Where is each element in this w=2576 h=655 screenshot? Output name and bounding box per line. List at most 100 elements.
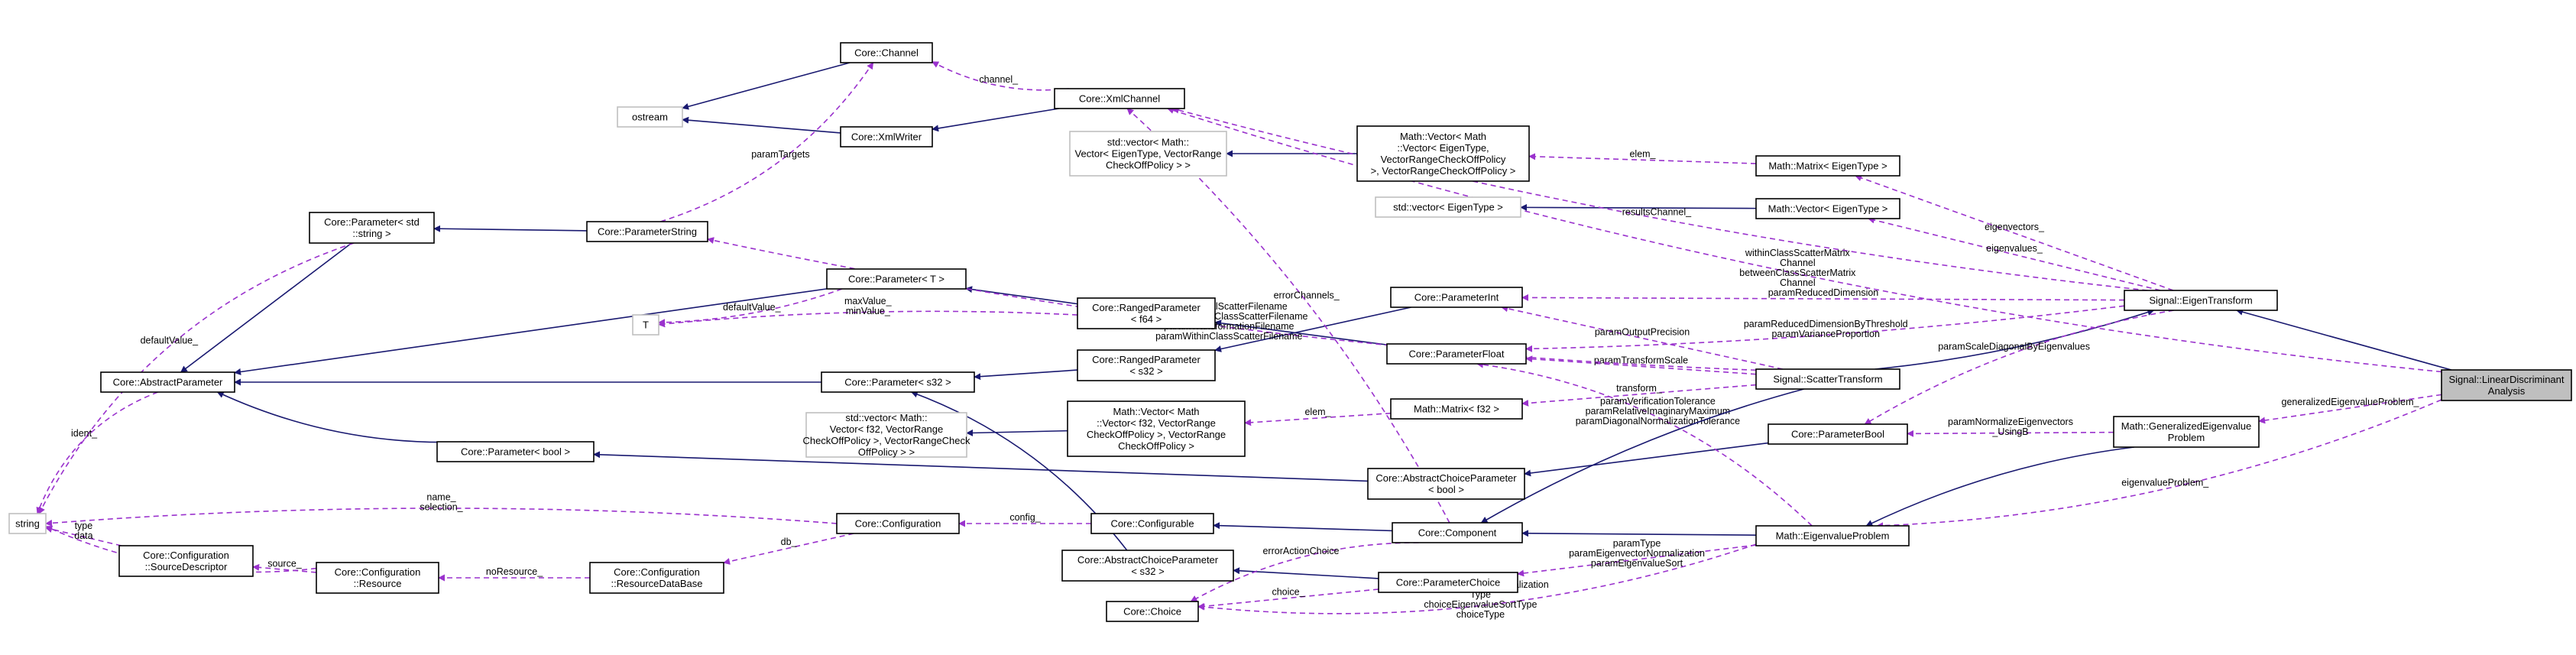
edge-label: config_	[1009, 512, 1041, 523]
class-node-xmlwriter[interactable]: Core::XmlWriter	[840, 126, 933, 148]
usage-edge-eigentransform-mathvec_eig	[1867, 216, 2161, 291]
class-node-box	[586, 221, 708, 242]
class-node-ranged_f64[interactable]: Core::RangedParameter< f64 >	[1077, 297, 1216, 329]
usage-edge-eigentransform-matrix_eig	[1855, 174, 2174, 291]
class-node-box	[1367, 468, 1525, 500]
class-node-matrix_f32[interactable]: Math::Matrix< f32 >	[1390, 398, 1523, 420]
class-node-label: Core::ParameterBool	[1791, 429, 1884, 440]
usage-edge-scattertransform-paramint	[1501, 305, 1784, 370]
class-node-resourcedb[interactable]: Core::Configuration::ResourceDataBase	[589, 562, 724, 594]
class-node-box	[1090, 513, 1214, 534]
class-node-abstractchoice_bool[interactable]: Core::AbstractChoiceParameter< bool >	[1367, 468, 1525, 500]
class-node-box	[1392, 522, 1523, 543]
class-node-resource[interactable]: Core::Configuration::Resource	[316, 562, 439, 594]
class-node-box	[2441, 369, 2572, 401]
class-node-label: OffPolicy > >	[858, 446, 915, 458]
class-node-paramint[interactable]: Core::ParameterInt	[1390, 287, 1523, 308]
class-node-choice[interactable]: Core::Choice	[1106, 601, 1199, 622]
edge-label: transform_	[1616, 383, 1663, 394]
class-node-box	[2113, 416, 2260, 448]
class-node-label: VectorRangeCheckOffPolicy	[1381, 154, 1506, 165]
class-node-label: Core::XmlWriter	[851, 131, 922, 143]
edge-label: resultsChannel_	[1622, 207, 1692, 218]
class-node-paramfloat[interactable]: Core::ParameterFloat	[1386, 343, 1527, 365]
class-node-sourcedesc[interactable]: Core::Configuration::SourceDescriptor	[118, 545, 254, 577]
class-node-label: < s32 >	[1131, 566, 1164, 577]
class-node-label: CheckOffPolicy >, VectorRangeCheck	[802, 435, 970, 446]
class-node-box	[805, 412, 967, 458]
class-node-box	[309, 212, 435, 244]
inheritance-edge-paramchoice-abstractchoice_s32	[1233, 567, 1379, 579]
class-node-box	[1069, 131, 1227, 177]
class-node-mathvec_eig[interactable]: Math::Vector< EigenType >	[1755, 198, 1900, 219]
class-node-eigentransform[interactable]: Signal::EigenTransform	[2124, 290, 2278, 311]
edge-label: noResource_	[486, 566, 543, 577]
edge-label: defaultValue_	[141, 335, 199, 345]
class-node-box	[316, 562, 439, 594]
usage-edge-xmlchannel-channel	[932, 61, 1070, 91]
class-node-label: Core::Parameter< s32 >	[844, 377, 951, 388]
edge-label: paramDiagonalNormalizationTolerance	[1576, 416, 1740, 426]
class-node-label: Core::Configurable	[1110, 518, 1194, 530]
class-node-mathvec_vec[interactable]: Math::Vector< Math::Vector< EigenType,Ve…	[1356, 125, 1530, 182]
usage-edge-paramstring-channel	[660, 62, 874, 222]
edge-label: source_	[267, 558, 303, 569]
edge-label: Channel	[1780, 258, 1816, 268]
class-node-box	[1390, 287, 1523, 308]
class-node-paramstring[interactable]: Core::ParameterString	[586, 221, 708, 242]
edge-label: paramType	[1613, 538, 1661, 549]
edge-label: betweenClassScatterMatrix	[1739, 268, 1856, 278]
class-node-xmlchannel[interactable]: Core::XmlChannel	[1054, 88, 1185, 109]
class-node-label: Core::ParameterString	[598, 226, 697, 238]
class-node-label: Core::XmlChannel	[1079, 93, 1160, 105]
class-node-box	[1386, 343, 1527, 365]
class-node-configurable[interactable]: Core::Configurable	[1090, 513, 1214, 534]
class-node-param_bool[interactable]: Core::Parameter< bool >	[436, 441, 595, 462]
class-node-label: std::vector< Math::	[1107, 137, 1189, 148]
class-node-label: Core::ParameterChoice	[1396, 577, 1501, 589]
class-node-ostream: ostream	[617, 106, 683, 128]
edge-label: errorActionChoice	[1262, 546, 1339, 556]
class-node-paramchoice[interactable]: Core::ParameterChoice	[1378, 572, 1518, 593]
class-node-parambool[interactable]: Core::ParameterBool	[1768, 423, 1908, 445]
edge-label: elem_	[1629, 148, 1656, 159]
class-node-box	[1768, 423, 1908, 445]
class-node-box	[826, 268, 967, 290]
inheritance-edge-scattertransform-eigentransform	[1874, 309, 2155, 370]
class-node-label: Math::Vector< Math	[1113, 406, 1199, 417]
class-node-matrix_eig[interactable]: Math::Matrix< EigenType >	[1755, 155, 1900, 177]
usage-edge-configuration-string	[45, 507, 838, 527]
class-node-label: Core::AbstractParameter	[113, 377, 223, 388]
class-node-label: Core::ParameterFloat	[1409, 349, 1505, 360]
edge-label: paramTargets	[751, 149, 809, 160]
class-node-channel[interactable]: Core::Channel	[840, 42, 933, 63]
inheritance-edge-xmlwriter-ostream	[682, 116, 841, 134]
class-node-configuration[interactable]: Core::Configuration	[836, 513, 960, 534]
class-node-param_s32[interactable]: Core::Parameter< s32 >	[821, 371, 975, 393]
class-node-label: Core::Configuration	[335, 566, 421, 578]
usage-edge-lda-xmlchannel	[1167, 107, 2442, 373]
edge-label: paramVarianceProportion	[1771, 329, 1880, 339]
class-node-abstractparam[interactable]: Core::AbstractParameter	[100, 371, 235, 393]
class-node-param_t[interactable]: Core::Parameter< T >	[826, 268, 967, 290]
class-node-abstractchoice_s32[interactable]: Core::AbstractChoiceParameter< s32 >	[1061, 550, 1234, 582]
edge-label: choiceEigenvalueSortType	[1424, 599, 1537, 610]
class-node-scattertransform[interactable]: Signal::ScatterTransform	[1755, 368, 1900, 390]
class-node-param_string[interactable]: Core::Parameter< std::string >	[309, 212, 435, 244]
edge-label: withinClassScatterMatrix	[1745, 248, 1851, 258]
edge-label: elem_	[1304, 407, 1331, 417]
class-node-mathvec_f32[interactable]: Math::Vector< Math::Vector< f32, VectorR…	[1067, 400, 1246, 457]
usage-edge-lda-eigenproblem	[1876, 399, 2442, 530]
class-node-box	[1375, 196, 1521, 218]
class-node-label: Core::Channel	[854, 47, 919, 59]
class-node-box	[436, 441, 595, 462]
class-node-label: Signal::EigenTransform	[2149, 295, 2252, 306]
class-node-eigenproblem[interactable]: Math::EigenvalueProblem	[1755, 525, 1910, 546]
edge-label: _UsingB	[1991, 426, 2028, 437]
class-node-ranged_s32[interactable]: Core::RangedParameter< s32 >	[1077, 349, 1216, 381]
class-node-box	[1755, 525, 1910, 546]
inheritance-edge-ranged_s32-param_s32	[974, 369, 1078, 381]
class-node-component[interactable]: Core::Component	[1392, 522, 1523, 543]
